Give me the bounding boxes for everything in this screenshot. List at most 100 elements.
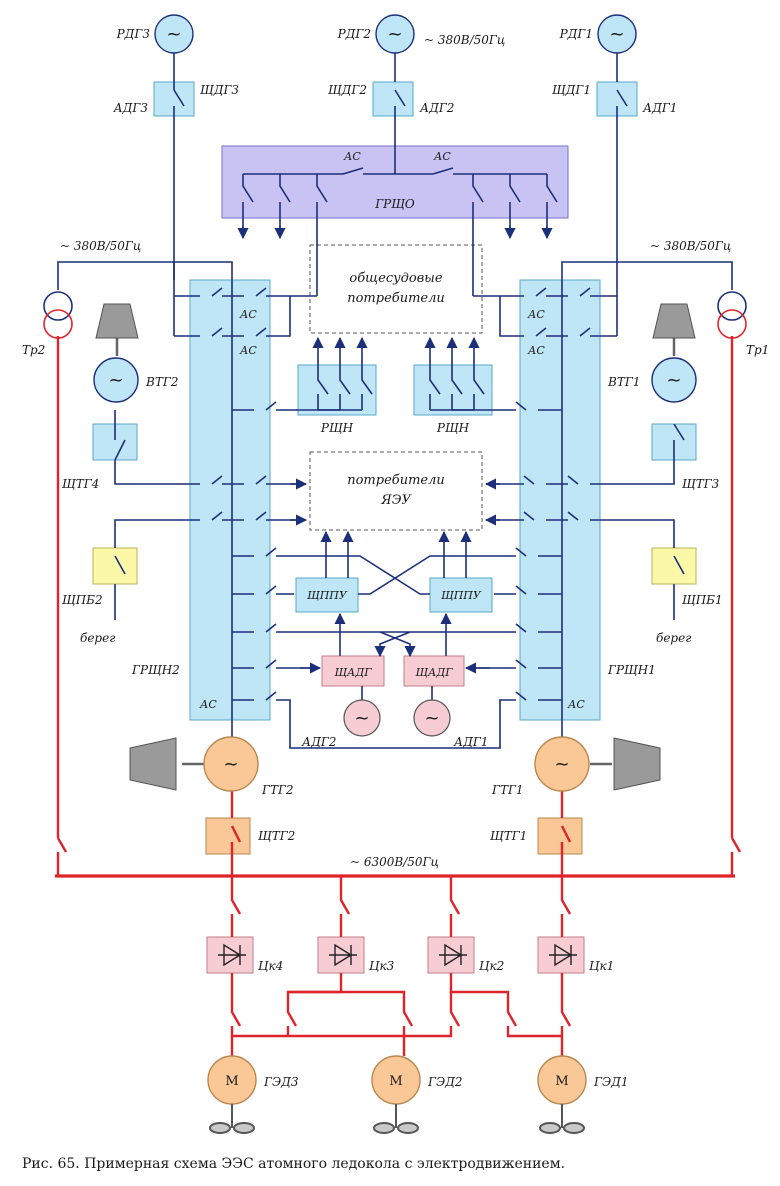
ged2-symbol: М <box>389 1074 402 1089</box>
converter-label-1: Цк1 <box>589 959 614 973</box>
shchppu-left-label: ЩППУ <box>307 589 348 602</box>
svg-text:~: ~ <box>108 370 123 391</box>
grshchn1-label: ГРЩН1 <box>607 663 656 677</box>
voltage-label-high: ~ 6300В/50Гц <box>350 855 439 869</box>
ship-consumers-line2: потребители <box>347 291 445 306</box>
svg-text:~: ~ <box>166 24 181 45</box>
shchpb1-label: ЩПБ1 <box>682 593 723 607</box>
converter-label-2: Цк2 <box>479 959 504 973</box>
voltage-label-right: ~ 380В/50Гц <box>650 239 731 253</box>
shchppu-left-box <box>295 577 359 613</box>
gtg2-label: ГТГ2 <box>261 783 294 797</box>
figure-caption: Рис. 65. Примерная схема ЭЭС атомного ле… <box>22 1156 566 1172</box>
shore-left-label: берег <box>80 631 115 645</box>
shchpb1-box <box>651 547 697 585</box>
adg1-generator-icon <box>413 699 451 737</box>
shchtg1-box <box>537 817 583 855</box>
shchadg-left-box <box>321 655 385 687</box>
shchdg3-label: ЩДГ3 <box>200 83 239 97</box>
vtg2-generator-icon <box>93 357 139 403</box>
ged1-label: ГЭД1 <box>593 1075 629 1089</box>
generator-symbols <box>93 14 697 792</box>
nuclear-consumers-line2: ЯЭУ <box>380 493 412 508</box>
converter-label-4: Цк4 <box>258 959 283 973</box>
shchtg3-label: ЩТГ3 <box>682 477 720 491</box>
ged3-label: ГЭД3 <box>263 1075 299 1089</box>
shore-right-label: берег <box>656 631 691 645</box>
rshchn-left-box <box>297 364 377 416</box>
svg-text:~: ~ <box>387 24 402 45</box>
nuclear-consumers-box <box>309 451 483 531</box>
board-right-as-bottom: АС <box>567 698 585 711</box>
board-left-as-1: АС <box>239 308 257 321</box>
power-system-diagram: ~ ~ ~ ~ ~ ~ ~ ~ ~ <box>22 14 769 1134</box>
ged3-symbol: М <box>225 1074 238 1089</box>
ship-consumers-box <box>309 244 483 334</box>
shchpb2-label: ЩПБ2 <box>62 593 103 607</box>
ship-consumers-line1: общесудовые <box>349 271 443 286</box>
grshchn2-label: ГРЩН2 <box>131 663 180 677</box>
adg2-generator-icon <box>343 699 381 737</box>
transformer-icons <box>43 291 747 339</box>
board-left-as-2: АС <box>239 344 257 357</box>
svg-text:~: ~ <box>223 754 238 775</box>
gtg1-label: ГТГ1 <box>491 783 524 797</box>
adg1-bottom-label: АДГ1 <box>453 735 488 749</box>
grshchn2-box <box>189 279 271 721</box>
grshcho-label: ГРЩО <box>374 197 415 211</box>
shchppu-right-label: ЩППУ <box>441 589 482 602</box>
shchdg2-label: ЩДГ2 <box>328 83 367 97</box>
board-right-as-2: АС <box>527 344 545 357</box>
svg-text:~: ~ <box>354 708 369 729</box>
low-voltage-wiring <box>57 50 733 766</box>
rdg1-label: РДГ1 <box>559 27 593 41</box>
board-left-as-bottom: АС <box>199 698 217 711</box>
tr2-label: Тр2 <box>22 343 45 357</box>
shchadg-right-box <box>403 655 465 687</box>
rshchn-right-label: РЩН <box>436 421 470 435</box>
rdg2-label: РДГ2 <box>337 27 371 41</box>
gtg1-turbine-icon <box>613 737 661 791</box>
propeller-icons <box>209 1104 585 1134</box>
rshchn-right-box <box>413 364 493 416</box>
shchdg2-box <box>372 81 414 117</box>
high-voltage-wiring <box>55 336 742 1056</box>
adg2-top-label: АДГ2 <box>419 101 454 115</box>
rdg1-generator-icon <box>597 14 637 54</box>
shchtg1-label: ЩТГ1 <box>490 829 527 843</box>
rdg3-label: РДГ3 <box>116 27 151 41</box>
adg3-label: АДГ3 <box>113 101 149 115</box>
shchadg-left-label: ЩАДГ <box>334 666 372 679</box>
shchtg2-box <box>205 817 251 855</box>
vtg2-label: ВТГ2 <box>145 375 178 389</box>
ged2-label: ГЭД2 <box>427 1075 463 1089</box>
svg-text:~: ~ <box>554 754 569 775</box>
tilde-marks: ~ ~ ~ ~ ~ ~ ~ ~ ~ <box>108 24 681 775</box>
nuclear-consumers-line1: потребители <box>347 473 445 488</box>
grshcho-as-right: АС <box>433 150 451 163</box>
gtg2-turbine-icon <box>129 737 177 791</box>
tr1-transformer-icon <box>717 291 747 321</box>
shchadg-right-label: ЩАДГ <box>415 666 453 679</box>
grshcho-as-left: АС <box>343 150 361 163</box>
tr2-transformer-icon <box>43 291 73 321</box>
rdg3-generator-icon <box>154 14 194 54</box>
svg-text:~: ~ <box>609 24 624 45</box>
svg-text:~: ~ <box>424 708 439 729</box>
adg2-bottom-label: АДГ2 <box>301 735 336 749</box>
board-right-as-1: АС <box>527 308 545 321</box>
rdg2-generator-icon <box>375 14 415 54</box>
turbine-icons <box>95 303 696 791</box>
tr1-label: Тр1 <box>746 343 769 357</box>
adg1-top-label: АДГ1 <box>642 101 677 115</box>
shchdg1-label: ЩДГ1 <box>552 83 591 97</box>
vtg1-label: ВТГ1 <box>607 375 640 389</box>
grshchn1-box <box>519 279 601 721</box>
board-backgrounds <box>92 81 697 974</box>
labels: РДГ3 РДГ2 РДГ1 ~ 380В/50Гц ЩДГ3 АДГ3 ЩДГ… <box>22 27 769 1089</box>
voltage-label-left: ~ 380В/50Гц <box>60 239 141 253</box>
shchpb2-box <box>92 547 138 585</box>
diode-icons <box>218 943 577 967</box>
vtg1-turbine-icon <box>652 303 696 339</box>
shchtg2-label: ЩТГ2 <box>258 829 295 843</box>
